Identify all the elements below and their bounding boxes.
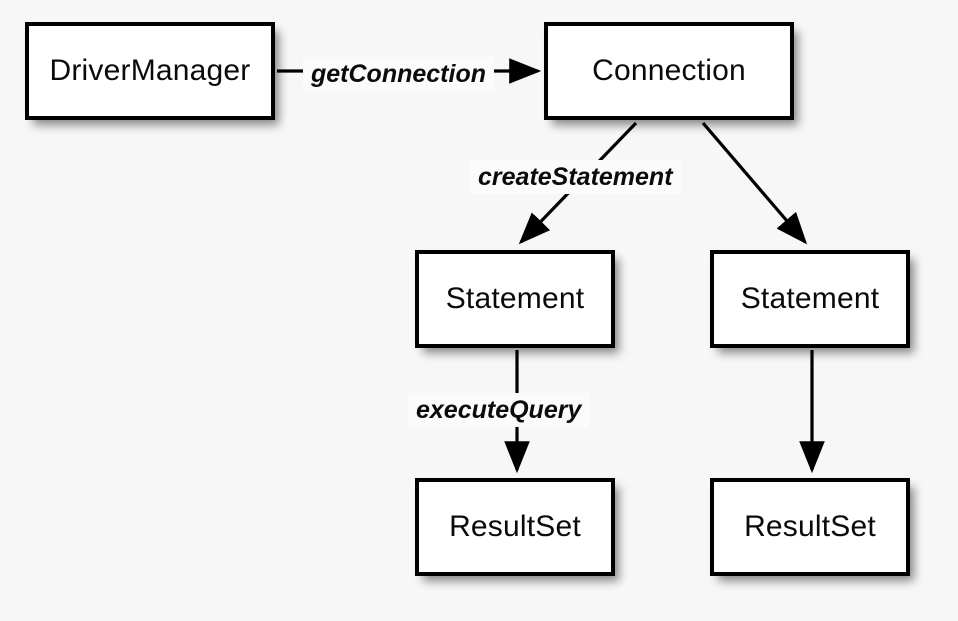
node-label-statement-left: Statement bbox=[445, 282, 585, 315]
node-label-resultset-right: ResultSet bbox=[744, 510, 876, 543]
node-label-statement-right: Statement bbox=[740, 282, 880, 315]
edge-connection-right-line bbox=[701, 121, 808, 245]
edge-label-execute-query: executeQuery bbox=[408, 393, 590, 427]
node-driver-manager[interactable]: DriverManager bbox=[25, 22, 275, 120]
node-resultset-right[interactable]: ResultSet bbox=[710, 478, 910, 576]
node-statement-left[interactable]: Statement bbox=[415, 250, 615, 348]
node-statement-right[interactable]: Statement bbox=[710, 250, 910, 348]
edge-label-create-statement: createStatement bbox=[470, 160, 681, 194]
edge-label-get-connection: getConnection bbox=[303, 57, 494, 91]
node-connection[interactable]: Connection bbox=[544, 22, 794, 120]
node-resultset-left[interactable]: ResultSet bbox=[415, 478, 615, 576]
node-label-connection: Connection bbox=[592, 54, 746, 87]
node-label-resultset-left: ResultSet bbox=[449, 510, 581, 543]
node-label-driver-manager: DriverManager bbox=[49, 54, 251, 87]
